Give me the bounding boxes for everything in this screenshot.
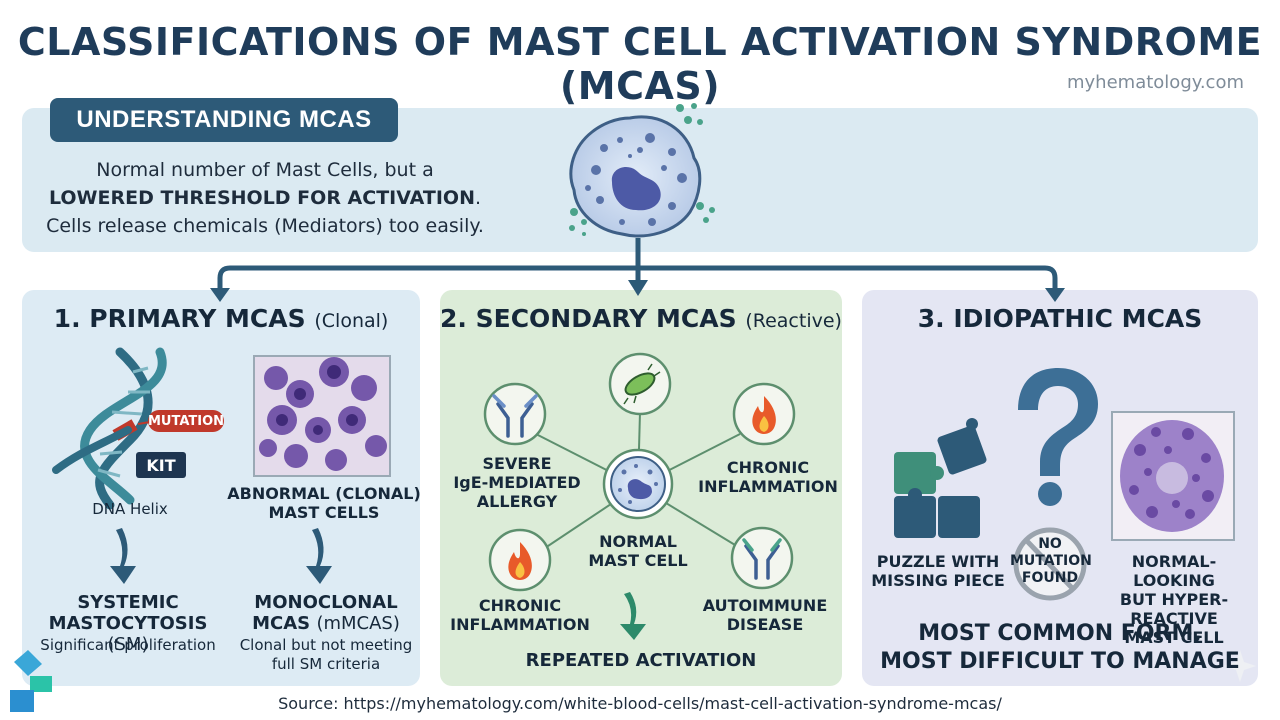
autoimmune-disease-label: AUTOIMMUNE DISEASE (698, 596, 832, 634)
no-mutation-icon (1013, 527, 1087, 601)
flow-arrow-icon (110, 528, 332, 584)
branch-connectors (217, 238, 1058, 292)
mm-abbr: (mMCAS) (316, 613, 400, 634)
primary-title: 1. PRIMARY MCAS (Clonal) (22, 304, 420, 333)
sm-description: Significant proliferation (40, 636, 216, 654)
question-mark-icon (1018, 368, 1098, 506)
medical-cross-logo (10, 650, 52, 712)
sm-title-2-line: MASTOCYTOSIS (SM) (28, 613, 228, 655)
sm-abbr: (SM) (107, 634, 149, 655)
abnormal-cells-label-1: ABNORMAL (CLONAL) (227, 484, 421, 503)
line-2-end: . (474, 187, 482, 209)
secondary-subtitle: (Reactive) (745, 310, 842, 332)
puzzle-label: PUZZLE WITH MISSING PIECE (870, 552, 1006, 590)
systemic-mastocytosis-label: SYSTEMIC MASTOCYTOSIS (SM) (28, 592, 228, 655)
autoimmune-1: AUTOIMMUNE (702, 596, 828, 615)
understanding-line-1: Normal number of Mast Cells, but a (96, 159, 434, 181)
autoimmune-antibody-icon (742, 538, 782, 580)
mm-title-2: MCAS (252, 613, 311, 634)
abnormal-cells-label-2: MAST CELLS (268, 503, 380, 522)
secondary-title-text: 2. SECONDARY MCAS (440, 304, 737, 333)
idiopathic-title: 3. IDIOPATHIC MCAS (862, 304, 1258, 333)
source-citation: Source: https://myhematology.com/white-b… (278, 694, 1002, 713)
chronic-l-2: INFLAMMATION (450, 615, 590, 634)
mm-desc-2: full SM criteria (271, 655, 381, 673)
chronic-inflammation-right-label: CHRONIC INFLAMMATION (696, 458, 840, 496)
sparkle-icon (1224, 650, 1256, 682)
flame-icon-left (508, 542, 532, 580)
abnormal-cells-label: ABNORMAL (CLONAL) MAST CELLS (226, 484, 422, 522)
understanding-line-3: Cells release chemicals (Mediators) too … (46, 215, 484, 237)
dna-helix-icon (52, 347, 167, 510)
puzzle-icon (894, 418, 987, 538)
abnormal-mast-cells-micrograph (253, 355, 391, 477)
allergy-1: SEVERE (482, 454, 552, 473)
branch-arrowheads (210, 280, 1065, 302)
understanding-description: Normal number of Mast Cells, but a LOWER… (30, 156, 500, 240)
bottom-2: MOST DIFFICULT TO MANAGE (880, 649, 1240, 674)
page-title: CLASSIFICATIONS OF MAST CELL ACTIVATION … (17, 20, 1263, 108)
flame-icon (752, 396, 776, 434)
allergy-3: ALLERGY (476, 492, 558, 511)
mutation-badge: MUTATION (148, 410, 224, 432)
mm-description: Clonal but not meeting full SM criteria (232, 636, 420, 674)
mm-title-1: MONOCLONAL (254, 592, 398, 613)
mast-cell-icon (569, 103, 715, 238)
center-1: NORMAL (599, 532, 677, 551)
puzzle-2: MISSING PIECE (871, 571, 1005, 590)
most-common-form-label: MOST COMMON FORM, MOST DIFFICULT TO MANA… (862, 620, 1258, 676)
chronic-r-1: CHRONIC (726, 458, 810, 477)
dna-helix-label: DNA Helix (92, 500, 168, 518)
threshold-emphasis: LOWERED THRESHOLD FOR ACTIVATION (48, 187, 475, 209)
sm-title-1: SYSTEMIC (77, 592, 179, 613)
autoimmune-2: DISEASE (726, 615, 804, 634)
puzzle-1: PUZZLE WITH (876, 552, 1000, 571)
repeated-activation-arrow (620, 592, 646, 640)
hyper-reactive-label: NORMAL-LOOKING BUT HYPER-REACTIVE MAST C… (1094, 552, 1254, 647)
no-mutation-label: NO MUTATION FOUND (1010, 536, 1092, 587)
normal-mast-cell-icon (602, 448, 674, 520)
bottom-1: MOST COMMON FORM, (918, 621, 1202, 646)
nomut-1: NO (1038, 536, 1062, 552)
center-2: MAST CELL (588, 551, 688, 570)
primary-title-text: 1. PRIMARY MCAS (53, 304, 306, 333)
normal-mast-cell-label: NORMAL MAST CELL (578, 532, 698, 570)
kit-badge: KIT (136, 452, 186, 478)
chronic-l-1: CHRONIC (478, 596, 562, 615)
understanding-line-2: LOWERED THRESHOLD FOR ACTIVATION. (30, 184, 500, 212)
mm-title-2-line: MCAS (mMCAS) (232, 613, 420, 634)
brand-watermark: myhematology.com (1067, 72, 1244, 93)
hyper-3: MAST CELL (1124, 628, 1224, 647)
hyper-2: BUT HYPER-REACTIVE (1119, 590, 1229, 628)
ige-allergy-label: SEVERE IgE-MEDIATED ALLERGY (452, 454, 582, 511)
bacteria-icon (623, 363, 661, 405)
primary-subtitle: (Clonal) (314, 310, 389, 332)
antibody-icon (492, 394, 538, 438)
hyper-reactive-mast-cell-micrograph (1111, 411, 1235, 541)
chronic-r-2: INFLAMMATION (698, 477, 838, 496)
understanding-heading: UNDERSTANDING MCAS (50, 98, 398, 142)
chronic-inflammation-left-label: CHRONIC INFLAMMATION (448, 596, 592, 634)
nomut-3: FOUND (1021, 570, 1079, 586)
mm-desc-1: Clonal but not meeting (239, 636, 413, 654)
sm-title-2: MASTOCYTOSIS (48, 613, 208, 634)
hyper-1: NORMAL-LOOKING (1131, 552, 1217, 590)
allergy-2: IgE-MEDIATED (453, 473, 581, 492)
nomut-2: MUTATION (1010, 553, 1092, 569)
secondary-title: 2. SECONDARY MCAS (Reactive) (440, 304, 842, 333)
repeated-activation-label: REPEATED ACTIVATION (525, 650, 757, 671)
idiopathic-title-text: 3. IDIOPATHIC MCAS (917, 304, 1203, 333)
monoclonal-mcas-label: MONOCLONAL MCAS (mMCAS) (232, 592, 420, 634)
